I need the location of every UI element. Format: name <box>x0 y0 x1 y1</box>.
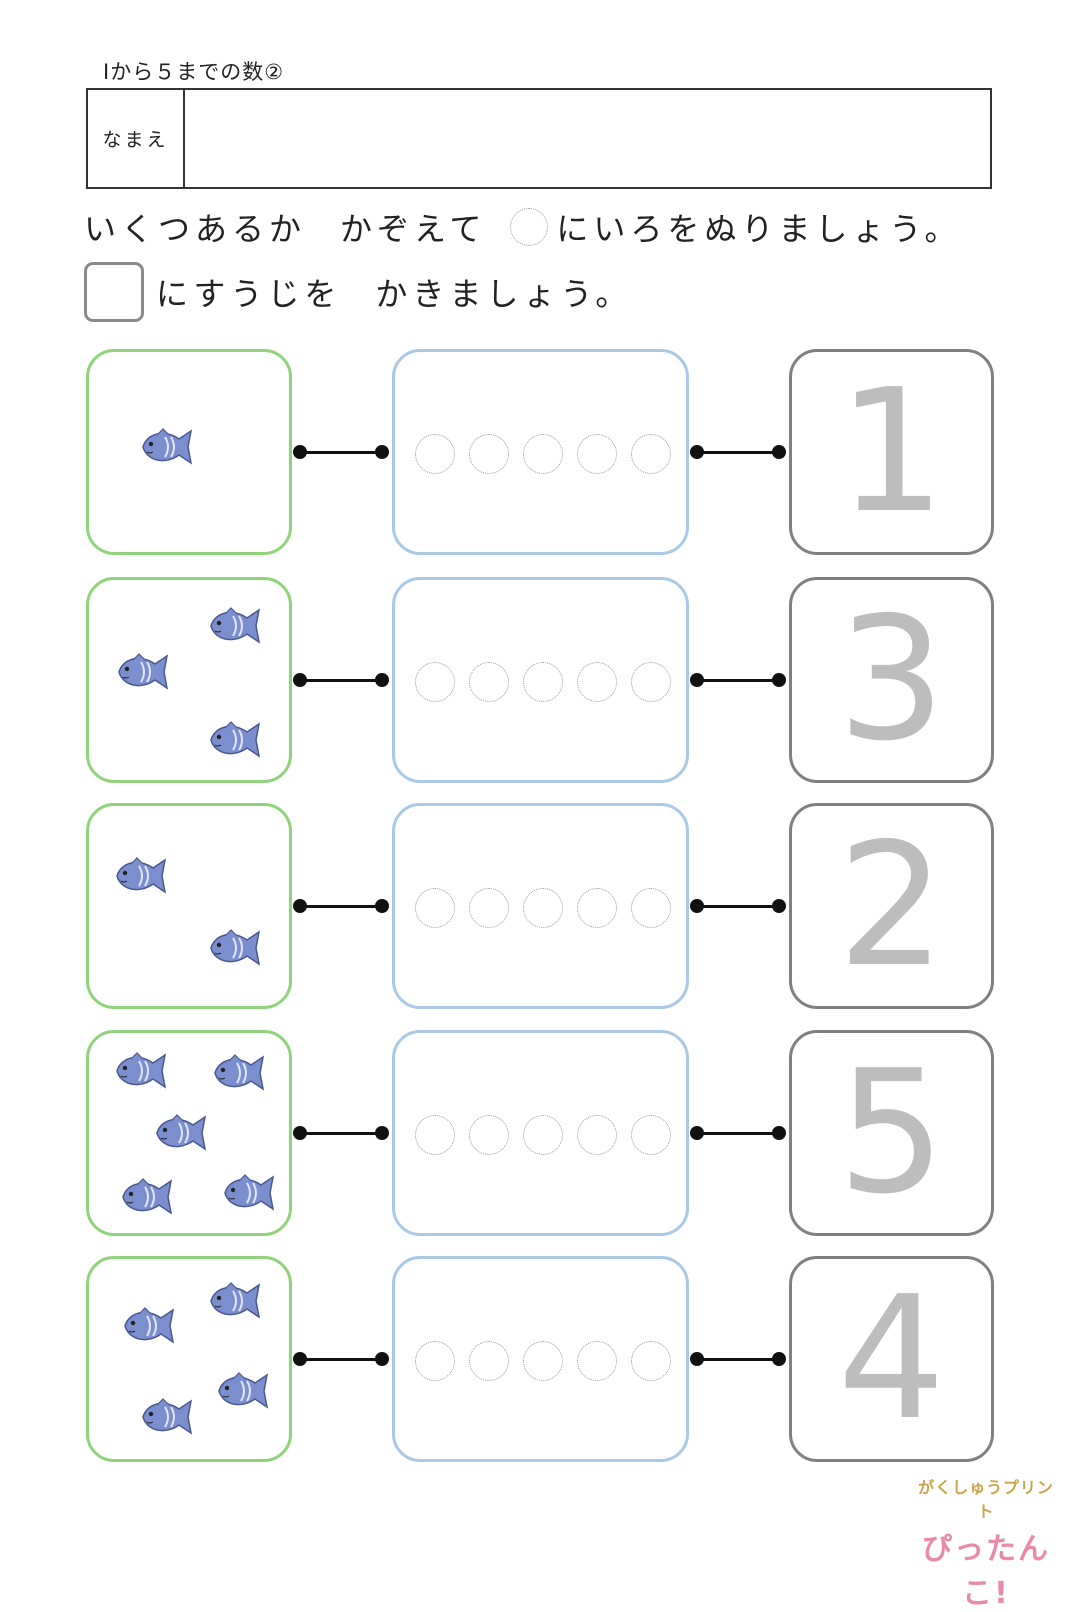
fish-icon <box>203 718 263 762</box>
fish-icon <box>211 1369 271 1413</box>
color-circle[interactable] <box>631 434 671 474</box>
circles-card <box>392 577 689 783</box>
connector-line <box>293 673 389 687</box>
color-circle[interactable] <box>523 434 563 474</box>
circles-card <box>392 1030 689 1236</box>
color-circle[interactable] <box>577 1341 617 1381</box>
brand-logo: がくしゅうプリント ぴったんこ! <box>916 1474 1056 1612</box>
exercise-row: 3 <box>0 577 1080 783</box>
trace-digit: 5 <box>837 1034 946 1232</box>
fish-icon <box>109 1049 169 1093</box>
fish-icon <box>135 425 195 469</box>
connector-line <box>690 673 786 687</box>
color-circle[interactable] <box>415 888 455 928</box>
fish-icon <box>149 1111 209 1155</box>
color-circle[interactable] <box>469 434 509 474</box>
digit-card[interactable]: 5 <box>789 1030 994 1236</box>
name-label: なまえ <box>88 90 185 187</box>
instruction-text: いくつあるか <box>84 210 307 248</box>
fish-icon <box>203 604 263 648</box>
logo-main-text: ぴったんこ! <box>922 1532 1050 1611</box>
instruction-line-2: にすうじを かきましょう。 <box>84 262 632 322</box>
circles-card <box>392 349 689 555</box>
circles-card <box>392 803 689 1009</box>
fish-icon <box>135 1395 195 1439</box>
color-circle[interactable] <box>415 1115 455 1155</box>
instruction-text: かきましょう。 <box>375 275 633 313</box>
fish-card <box>86 1256 292 1462</box>
instruction-text: にすうじを <box>156 275 342 313</box>
logo-top-text: がくしゅうプリント <box>918 1478 1054 1521</box>
fish-icon <box>207 1051 267 1095</box>
color-circle[interactable] <box>523 662 563 702</box>
fish-card <box>86 1030 292 1236</box>
color-circle[interactable] <box>577 662 617 702</box>
color-circle[interactable] <box>631 1341 671 1381</box>
name-field[interactable] <box>185 90 990 187</box>
digit-card[interactable]: 2 <box>789 803 994 1009</box>
color-circle[interactable] <box>523 888 563 928</box>
color-circle[interactable] <box>577 888 617 928</box>
color-circle[interactable] <box>577 434 617 474</box>
exercise-row: 1 <box>0 349 1080 555</box>
color-circle[interactable] <box>415 434 455 474</box>
connector-line <box>293 445 389 459</box>
instruction-line-1: いくつあるか かぞえて にいろをぬりましょう。 <box>84 204 962 250</box>
exercise-row: 2 <box>0 803 1080 1009</box>
fish-card <box>86 349 292 555</box>
instruction-text: かぞえて <box>340 210 487 248</box>
connector-line <box>690 899 786 913</box>
trace-digit: 1 <box>837 353 946 551</box>
fish-icon <box>203 926 263 970</box>
trace-digit: 3 <box>837 581 946 779</box>
fish-card <box>86 577 292 783</box>
digit-card[interactable]: 1 <box>789 349 994 555</box>
trace-digit: 4 <box>837 1260 946 1458</box>
instruction-text: にいろをぬりましょう。 <box>556 210 962 248</box>
digit-card[interactable]: 3 <box>789 577 994 783</box>
color-circle[interactable] <box>577 1115 617 1155</box>
color-circle[interactable] <box>415 662 455 702</box>
color-circle[interactable] <box>631 662 671 702</box>
color-circle[interactable] <box>415 1341 455 1381</box>
name-box: なまえ <box>86 88 992 189</box>
color-circle[interactable] <box>631 888 671 928</box>
worksheet-title: Ⅰから５までの数② <box>103 60 285 84</box>
connector-line <box>690 1126 786 1140</box>
sample-circle-icon <box>510 208 549 246</box>
trace-digit: 2 <box>837 807 946 1005</box>
connector-line <box>690 445 786 459</box>
connector-line <box>293 1126 389 1140</box>
fish-card <box>86 803 292 1009</box>
exercise-row: 5 <box>0 1030 1080 1236</box>
connector-line <box>293 1352 389 1366</box>
color-circle[interactable] <box>469 888 509 928</box>
circles-card <box>392 1256 689 1462</box>
fish-icon <box>109 854 169 898</box>
fish-icon <box>111 650 171 694</box>
color-circle[interactable] <box>631 1115 671 1155</box>
fish-icon <box>217 1171 277 1215</box>
digit-card[interactable]: 4 <box>789 1256 994 1462</box>
color-circle[interactable] <box>523 1341 563 1381</box>
exercise-row: 4 <box>0 1256 1080 1462</box>
color-circle[interactable] <box>523 1115 563 1155</box>
fish-icon <box>117 1304 177 1348</box>
color-circle[interactable] <box>469 662 509 702</box>
connector-line <box>690 1352 786 1366</box>
connector-line <box>293 899 389 913</box>
fish-icon <box>115 1175 175 1219</box>
color-circle[interactable] <box>469 1115 509 1155</box>
sample-box-icon <box>84 262 144 322</box>
color-circle[interactable] <box>469 1341 509 1381</box>
fish-icon <box>203 1279 263 1323</box>
